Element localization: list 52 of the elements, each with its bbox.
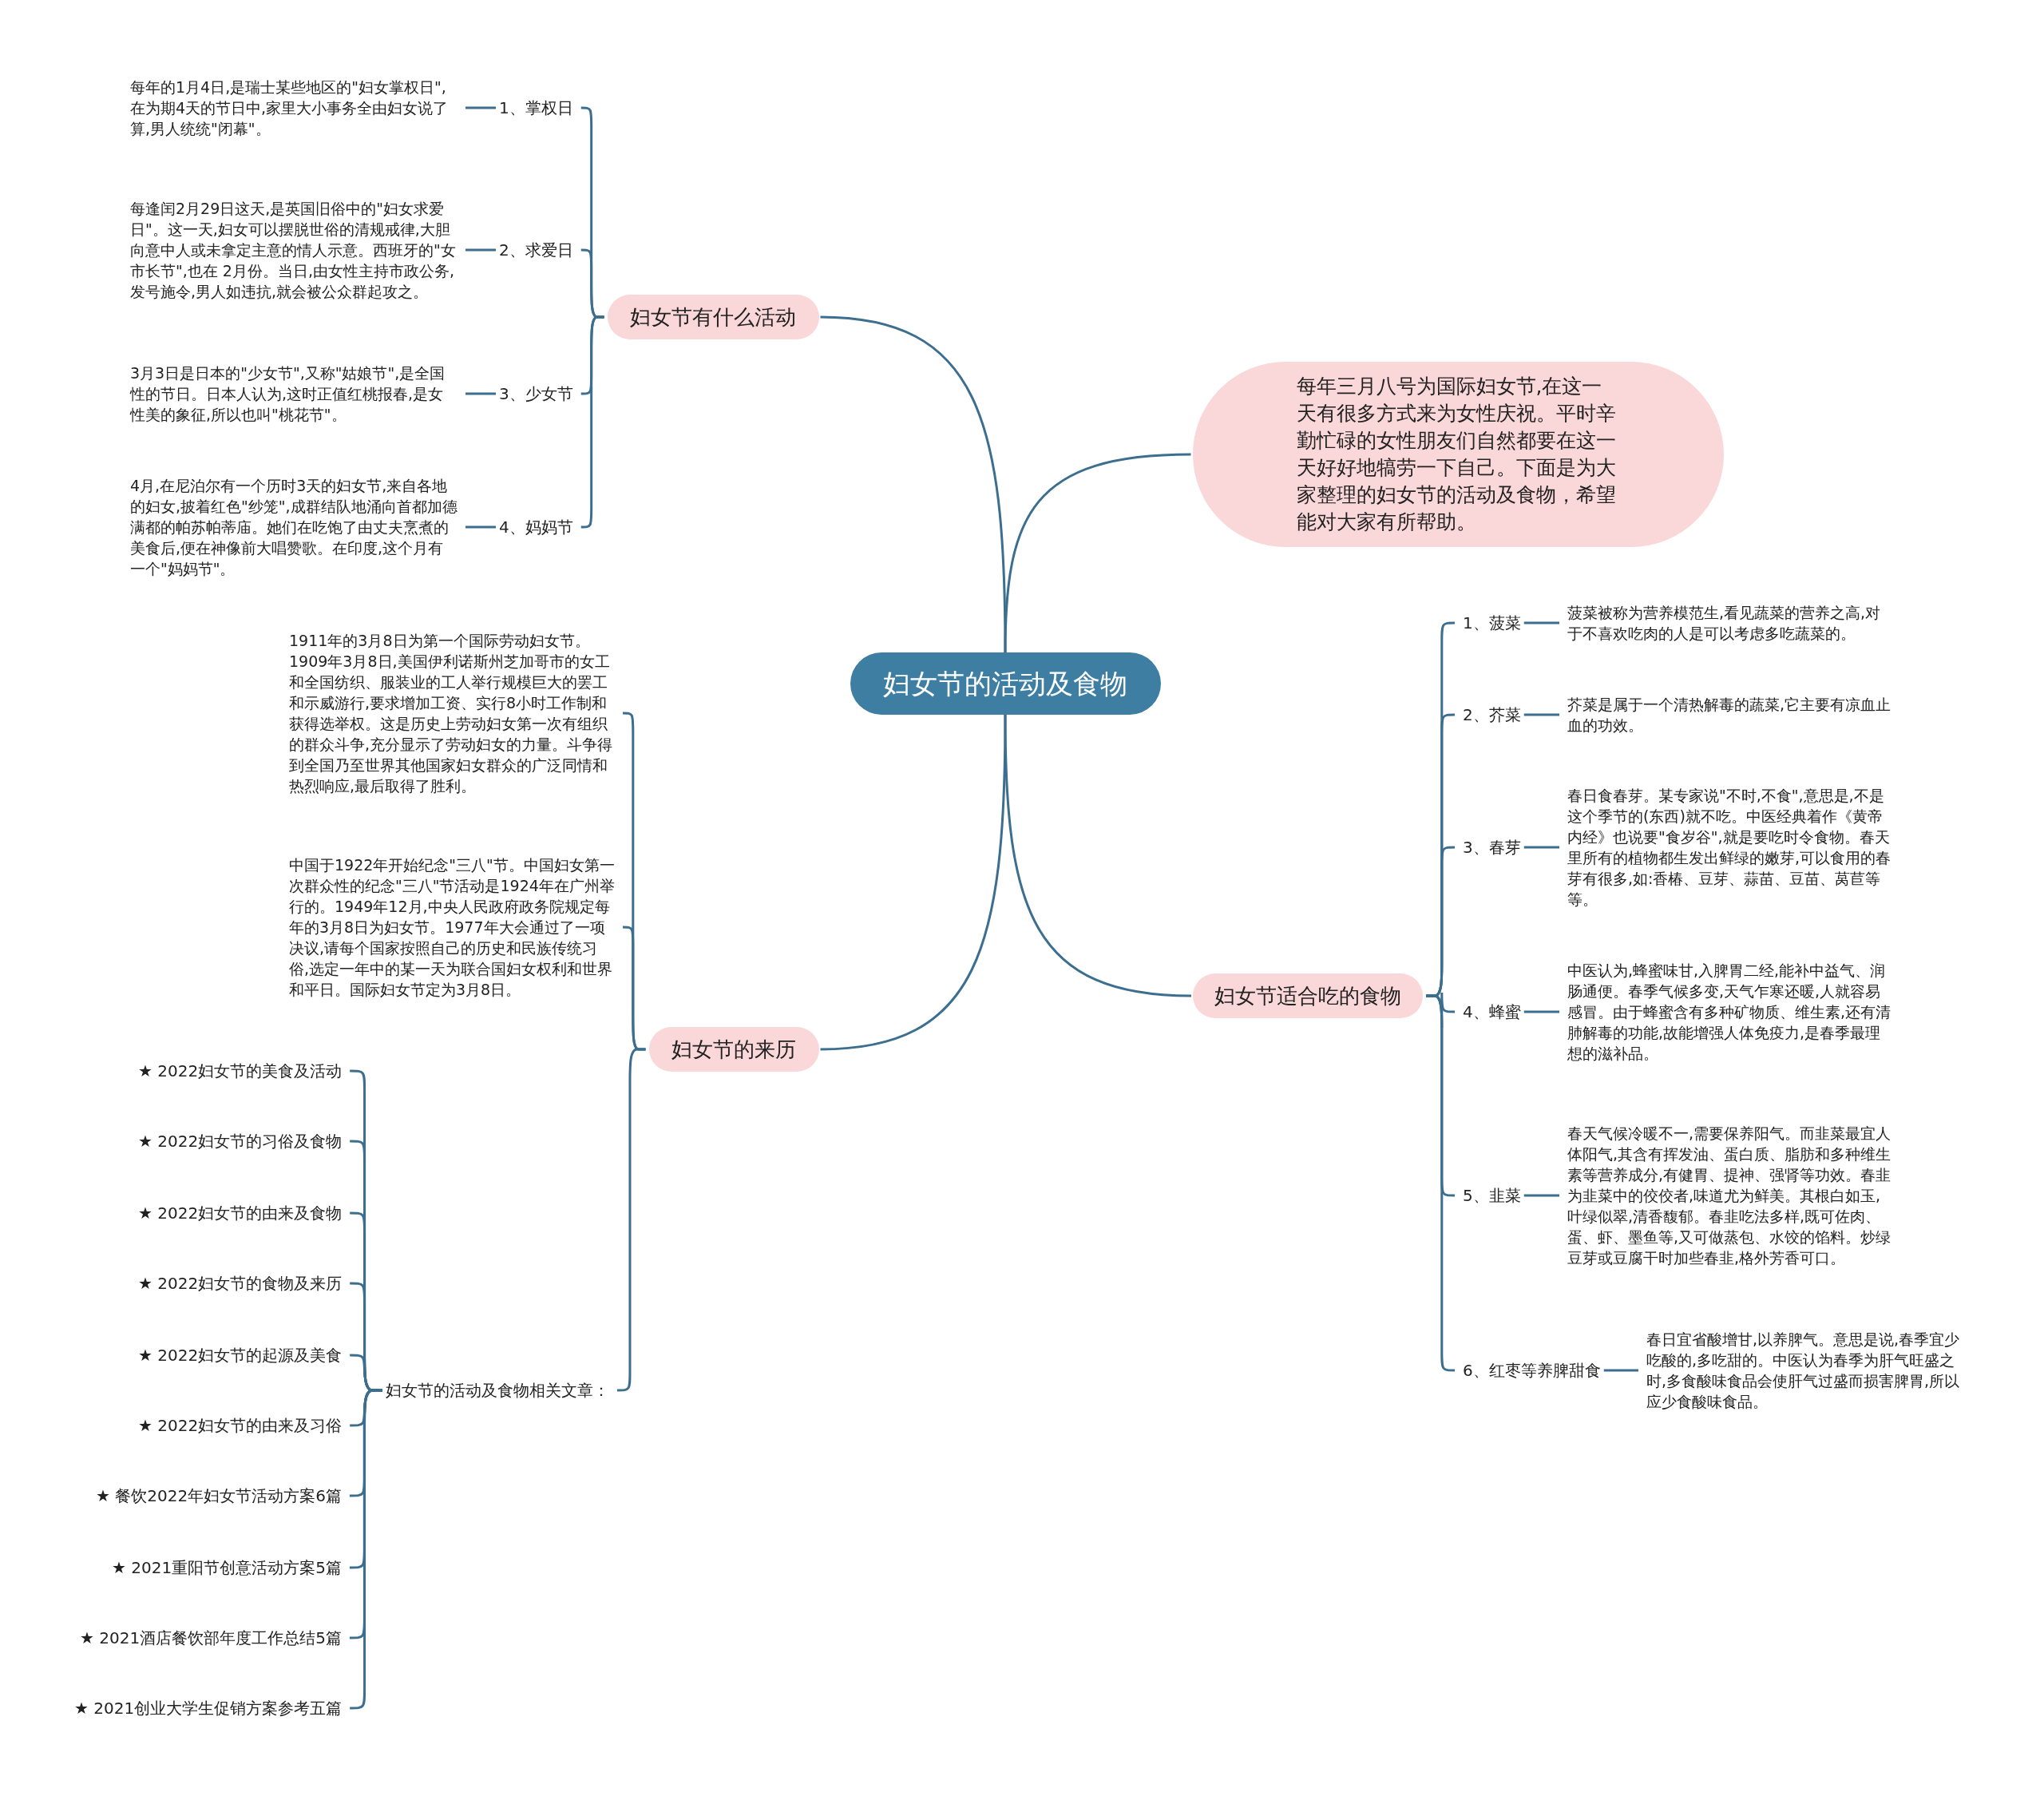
- article-link-text: ★ 2022妇女节的起源及美食: [138, 1345, 343, 1366]
- topic-pill: 妇女节的来历: [648, 1027, 819, 1072]
- item-label: 4、妈妈节: [499, 517, 573, 537]
- description-text: 3月3日是日本的"少女节",又称"姑娘节",是全国性的节日。日本人认为,这时正值红桃报春,是女性美的象征,所以也叫"桃花节"。: [130, 363, 458, 425]
- connector-line: [820, 315, 1007, 652]
- related-heading: 妇女节的活动及食物相关文章：: [386, 1380, 609, 1401]
- topic-pill: 妇女节适合吃的食物: [1193, 973, 1423, 1018]
- intro-bubble: 每年三月八号为国际妇女节,在这一天有很多方式来为女性庆祝。平时辛勤忙碌的女性朋友们自然都要在这一天好好地犒劳一下自己。下面是为大家整理的妇女节的活动及食物，希望能对大家有所帮助。: [1192, 362, 1724, 547]
- description-text: 芥菜是属于一个清热解毒的蔬菜,它主要有凉血止血的功效。: [1567, 694, 1895, 735]
- connector-line: [1523, 621, 1559, 624]
- article-link-text: ★ 餐饮2022年妇女节活动方案6篇: [96, 1485, 342, 1506]
- item-label: 6、红枣等养脾甜食: [1463, 1360, 1601, 1381]
- description-text: 春日食春芽。某专家说"不时,不食",意思是,不是这个季节的(东西)就不吃。中医经典着作《黄帝内经》也说要"食岁谷",就是要吃时令食物。春天里所有的植物都生发出鲜绿的嫩芽,可以食用的春芽有很多,如:香椿、豆芽、蒜苗、豆苗、莴苣等等。: [1567, 785, 1895, 910]
- article-link-text: ★ 2021酒店餐饮部年度工作总结5篇: [80, 1628, 342, 1648]
- article-link-text: ★ 2021创业大学生促销方案参考五篇: [74, 1698, 343, 1719]
- description-text: 4月,在尼泊尔有一个历时3天的妇女节,来自各地的妇女,披着红色"纱笼",成群结队地涌向首都加德满都的帕苏帕蒂庙。她们在吃饱了由丈夫烹煮的美食后,便在神像前大唱赞歌。在印度,这个月有一个"妈妈节"。: [130, 475, 458, 579]
- description-text: 中医认为,蜂蜜味甘,入脾胃二经,能补中益气、润肠通便。春季气候多变,天气乍寒还暖,人就容易感冒。由于蜂蜜含有多种矿物质、维生素,还有清肺解毒的功能,故能增强人体免疫力,是春季最理想的滋补品。: [1567, 960, 1895, 1064]
- article-link-text: ★ 2022妇女节的美食及活动: [138, 1061, 343, 1081]
- connector-line: [1004, 453, 1191, 653]
- description-text: 中国于1922年开始纪念"三八"节。中国妇女第一次群众性的纪念"三八"节活动是1924年在广州举行的。1949年12月,中央人民政府政务院规定每年的3月8日为妇女节。1977年大会通过了一项决议,请每个国家按照自己的历史和民族传统习俗,选定一年中的某一天为联合国妇女权利和世界和平日。国际妇女节定为3月8日。: [289, 854, 615, 1000]
- item-label: 4、蜂蜜: [1463, 1001, 1521, 1022]
- connector-line: [465, 106, 496, 109]
- connector-line: [465, 248, 496, 252]
- item-label: 2、求爱日: [499, 240, 573, 260]
- connector-line: [1523, 1010, 1559, 1013]
- article-link-text: ★ 2022妇女节的由来及食物: [138, 1203, 343, 1223]
- article-link-text: ★ 2022妇女节的由来及习俗: [138, 1415, 343, 1436]
- item-label: 1、菠菜: [1463, 613, 1521, 633]
- description-text: 菠菜被称为营养模范生,看见蔬菜的营养之高,对于不喜欢吃肉的人是可以考虑多吃蔬菜的。: [1567, 602, 1895, 644]
- central-topic: 妇女节的活动及食物: [850, 652, 1161, 715]
- description-text: 春日宜省酸增甘,以养脾气。意思是说,春季宜少吃酸的,多吃甜的。中医认为春季为肝气旺盛之时,多食酸味食品会使肝气过盛而损害脾胃,所以应少食酸味食品。: [1646, 1329, 1966, 1412]
- connector-line: [1603, 1369, 1638, 1372]
- connector-line: [820, 715, 1007, 1051]
- connector-line: [1523, 1194, 1559, 1197]
- description-text: 每年的1月4日,是瑞士某些地区的"妇女掌权日",在为期4天的节日中,家里大小事务全由妇女说了算,男人统统"闭幕"。: [130, 77, 458, 139]
- item-label: 1、掌权日: [499, 97, 573, 118]
- item-label: 5、韭菜: [1463, 1185, 1521, 1206]
- article-link-text: ★ 2021重阳节创意活动方案5篇: [112, 1557, 342, 1578]
- connector-line: [1523, 846, 1559, 849]
- article-link-text: ★ 2022妇女节的食物及来历: [138, 1273, 343, 1294]
- article-link-text: ★ 2022妇女节的习俗及食物: [138, 1131, 343, 1152]
- connector-line: [465, 525, 496, 529]
- description-text: 春天气候冷暖不一,需要保养阳气。而韭菜最宜人体阳气,其含有挥发油、蛋白质、脂肪和多种维生素等营养成分,有健胃、提神、强肾等功效。春韭为韭菜中的佼佼者,味道尤为鲜美。其根白如玉,叶绿似翠,清香馥郁。春韭吃法多样,既可佐肉、蛋、虾、墨鱼等,又可做蒸包、水饺的馅料。炒绿豆芽或豆腐干时加些春韭,格外芳香可口。: [1567, 1123, 1895, 1268]
- description-text: 每逢闰2月29日这天,是英国旧俗中的"妇女求爱日"。这一天,妇女可以摆脱世俗的清规戒律,大胆向意中人或未拿定主意的情人示意。西班牙的"女市长节",也在 2月份。当日,由女性主持市政公务,发号施令,男人如违抗,就会被公众群起攻之。: [130, 198, 458, 302]
- description-text: 1911年的3月8日为第一个国际劳动妇女节。1909年3月8日,美国伊利诺斯州芝加哥市的女工和全国纺织、服装业的工人举行规模巨大的罢工和示威游行,要求增加工资、实行8小时工作制和获得选举权。这是历史上劳动妇女第一次有组织的群众斗争,充分显示了劳动妇女的力量。斗争得到全国乃至世界其他国家妇女群众的广泛同情和热烈响应,最后取得了胜利。: [289, 630, 615, 796]
- item-label: 3、春芽: [1463, 837, 1521, 858]
- connector-line: [1004, 714, 1192, 997]
- topic-pill: 妇女节有什么活动: [607, 295, 819, 339]
- item-label: 2、芥菜: [1463, 704, 1521, 725]
- connector-line: [1523, 713, 1559, 716]
- item-label: 3、少女节: [499, 383, 573, 404]
- connector-line: [465, 392, 496, 395]
